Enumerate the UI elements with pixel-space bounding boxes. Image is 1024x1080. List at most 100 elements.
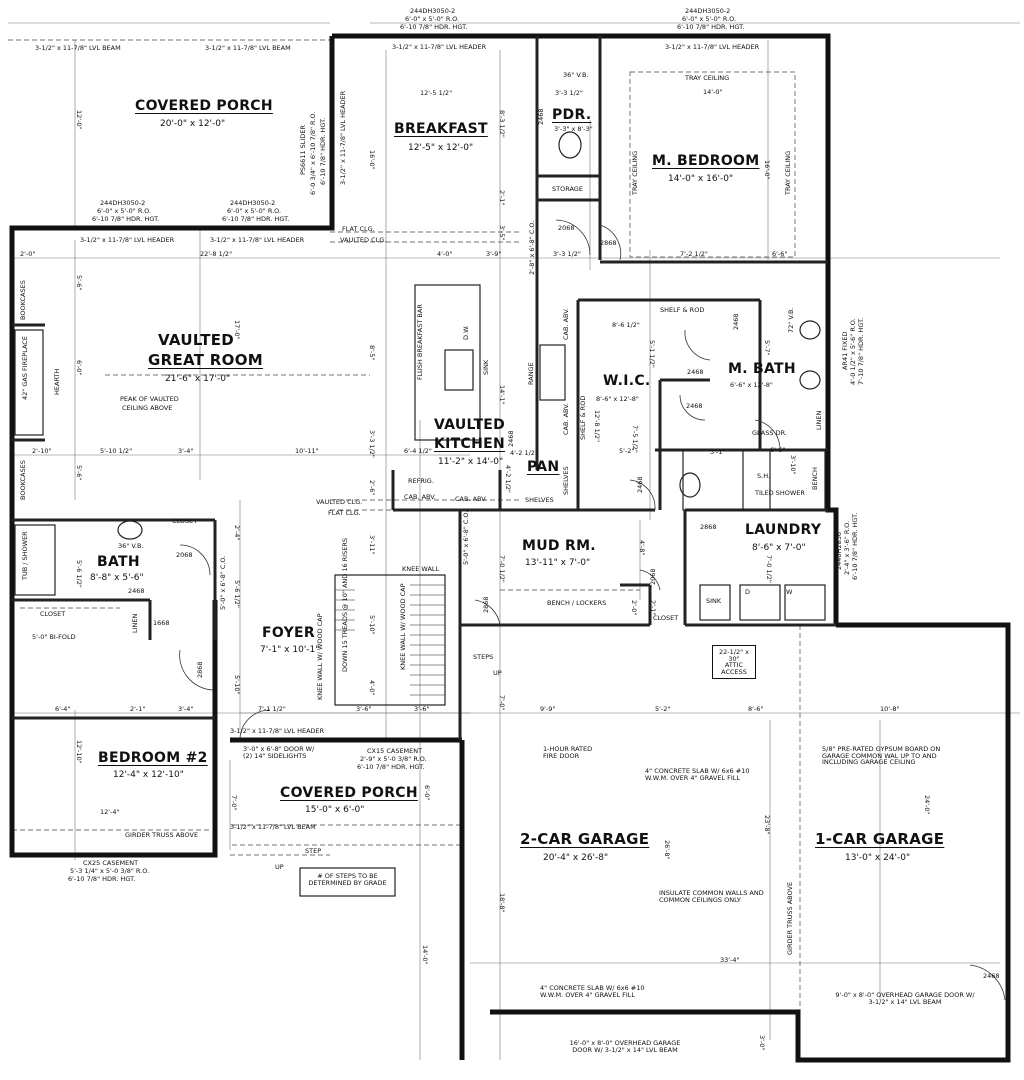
dimension-text: 7'-0" bbox=[498, 695, 506, 711]
room-laundry: LAUNDRY bbox=[745, 522, 822, 538]
door-size-label: 2068 bbox=[558, 224, 575, 232]
tray-ceiling-label: TRAY CEILING bbox=[631, 150, 639, 195]
dimension-text: 4'-0" bbox=[368, 680, 376, 696]
window-tag: 2440H2836 bbox=[835, 532, 843, 570]
shelf-rod-label: SHELF & ROD bbox=[660, 306, 705, 314]
room-covered-porch-front-size: 15'-0" x 6'-0" bbox=[305, 805, 365, 815]
room-m-bath: M. BATH bbox=[728, 361, 796, 377]
insulate-note: INSULATE COMMON WALLS AND COMMON CEILING… bbox=[659, 889, 764, 904]
shelves-label: SHELVES bbox=[562, 466, 570, 495]
dimension-text: 16'-0" bbox=[368, 150, 376, 170]
dimension-text: 6'-6" bbox=[772, 250, 788, 258]
room-pdr: PDR. bbox=[552, 107, 592, 123]
dimension-text: 22'-8 1/2" bbox=[200, 250, 233, 258]
window-tag: 244DH3050-2 bbox=[410, 7, 456, 15]
room-covered-porch-front: COVERED PORCH bbox=[280, 785, 418, 801]
dimension-text: 23'-8" bbox=[763, 815, 771, 835]
dimension-text: 5'-10" bbox=[233, 675, 241, 695]
dimension-text: 8'-6" bbox=[748, 705, 764, 713]
dimension-text: 3'-3 1/2" bbox=[368, 430, 376, 458]
sink-label: SINK bbox=[482, 359, 490, 375]
dimension-text: 6'-6" bbox=[770, 446, 786, 454]
bookcases-label: BOOKCASES bbox=[19, 460, 27, 500]
dimension-text: 14'-0" bbox=[703, 88, 723, 96]
gypsum-note: 5/8" PRE-RATED GYPSUM BOARD ON GARAGE CO… bbox=[822, 745, 941, 766]
bifold-label: 5'-0" BI-FOLD bbox=[32, 633, 76, 641]
slider-tag: PS6611 SLIDER bbox=[299, 125, 307, 175]
door-size-label: 2468 bbox=[687, 368, 704, 376]
window-hgt: 6'-10 7/8" HDR. HGT. bbox=[677, 23, 745, 31]
door-size-label: 2868 bbox=[482, 596, 490, 613]
shower-head-label: S.H. bbox=[757, 472, 771, 480]
window-tag: 244DH3050-2 bbox=[100, 199, 146, 207]
header-label: 3-1/2" x 11-7/8" LVL HEADER bbox=[392, 43, 487, 51]
up-label: UP bbox=[493, 669, 502, 677]
flat-ceiling-label: FLAT CLG. bbox=[328, 509, 361, 517]
knee-wall-label: KNEE WALL bbox=[402, 565, 440, 573]
tray-ceiling-label: TRAY CEILING bbox=[784, 150, 792, 195]
door-size-label: 2468 bbox=[128, 587, 145, 595]
dimension-text: 12'-10" bbox=[75, 740, 83, 764]
room-kitchen-size: 11'-2" x 14'-0" bbox=[438, 457, 504, 467]
dimension-text: 3'-10" bbox=[789, 455, 797, 475]
cased-opening-label: 2'-8" x 6'-8" C.O. bbox=[528, 220, 536, 275]
slider-header: 3-1/2" x 11-7/8" LVL HEADER bbox=[339, 90, 347, 185]
peak-note: PEAK OF VAULTED bbox=[120, 395, 179, 403]
window-ro: 6'-0" x 5'-0" R.O. bbox=[405, 15, 460, 23]
room-great-room-line2: GREAT ROOM bbox=[148, 351, 263, 369]
slab-note: 4" CONCRETE SLAB W/ 6x6 #10 W.W.M. OVER … bbox=[645, 767, 750, 782]
bench-label: BENCH bbox=[811, 467, 819, 490]
stair-treads bbox=[335, 584, 445, 696]
peak-note: CEILING ABOVE bbox=[122, 404, 173, 412]
dimension-text: 2'-1" bbox=[498, 190, 506, 206]
dimension-text: 6'-4 1/2" bbox=[404, 447, 432, 455]
fire-door-note: 1-HOUR RATED FIRE DOOR bbox=[543, 745, 593, 760]
dimension-text: 6'-0" bbox=[75, 360, 83, 376]
dimension-text: 4'-2 1/2" bbox=[510, 449, 538, 457]
dashed-lines bbox=[8, 39, 801, 1060]
window-ro: 6'-0" x 5'-0" R.O. bbox=[97, 207, 152, 215]
linen-label: LINEN bbox=[815, 410, 823, 430]
dimension-text: 5'-6" bbox=[75, 465, 83, 481]
room-great-room-size: 21'-6" x 17'-0" bbox=[165, 374, 231, 384]
casement-ro: 2'-9" x 5'-0 3/8" R.O. bbox=[360, 755, 427, 763]
dimension-text: 5'-2" bbox=[655, 705, 671, 713]
room-wic-size: 8'-6" x 12'-8" bbox=[596, 395, 639, 403]
door-size-label: 2868 bbox=[700, 523, 717, 531]
room-m-bedroom-size: 14'-0" x 16'-0" bbox=[668, 174, 734, 184]
stair-note: DOWN 15 TREADS @ 10" AND 16 RISERS bbox=[341, 538, 349, 672]
dimension-text: 5'-2" bbox=[619, 447, 635, 455]
dimension-text: 3'-9" bbox=[486, 250, 502, 258]
room-mud-rm-size: 13'-11" x 7'-0" bbox=[525, 558, 591, 568]
door-size-label: 2468 bbox=[686, 402, 703, 410]
dimension-text: 12'-4" bbox=[100, 808, 120, 816]
dimension-text: 12'-8 1/2" bbox=[593, 410, 601, 443]
closet-label: CLOSET bbox=[40, 610, 66, 618]
dimension-text: 6'-4" bbox=[55, 705, 71, 713]
dimension-text: 3'-4" bbox=[178, 447, 194, 455]
dimension-text: 4'-2 1/2" bbox=[504, 465, 512, 493]
steps-grade-note: # OF STEPS TO BE DETERMINED BY GRADE bbox=[308, 872, 387, 887]
dimension-text: 3'-6" bbox=[356, 705, 372, 713]
dimension-text: 3'-3 1/2" bbox=[555, 89, 583, 97]
door-size-label: 2868 bbox=[600, 239, 617, 247]
cabinet-above-label: CAB. ABV. bbox=[455, 495, 487, 503]
window-hgt: 7'-10 7/8" HDR. HGT. bbox=[857, 317, 865, 385]
dimension-text: 33'-4" bbox=[720, 956, 740, 964]
fireplace-label: 42" GAS FIREPLACE bbox=[21, 336, 29, 400]
casement-hgt: 6'-10 7/8" HDR. HGT. bbox=[357, 763, 425, 771]
garage-door-note: 9'-0" x 8'-0" OVERHEAD GARAGE DOOR W/ 3-… bbox=[835, 991, 975, 1006]
dimension-text: 3'-0" bbox=[758, 1035, 766, 1051]
room-foyer: FOYER bbox=[262, 625, 315, 641]
fixtures bbox=[14, 131, 826, 897]
dimension-text: 3'-3 1/2" bbox=[553, 250, 581, 258]
door-size-label: 2468 bbox=[507, 430, 515, 447]
cabinet-above-label: CAB. ABV. bbox=[562, 403, 570, 435]
knee-wall-cap-label: KNEE WALL W/ WOOD CAP bbox=[399, 583, 407, 670]
dimension-text: 2'-0" bbox=[630, 600, 638, 616]
tub-shower-label: TUB / SHOWER bbox=[21, 531, 29, 580]
casement-ro: 5'-3 1/4" x 5'-0 3/8" R.O. bbox=[70, 867, 150, 875]
window-hgt: 6'-10 7/8" HDR. HGT. bbox=[400, 23, 468, 31]
glass-door-label: GLASS DR. bbox=[752, 429, 787, 437]
closet-label: CLOSET bbox=[653, 614, 679, 622]
